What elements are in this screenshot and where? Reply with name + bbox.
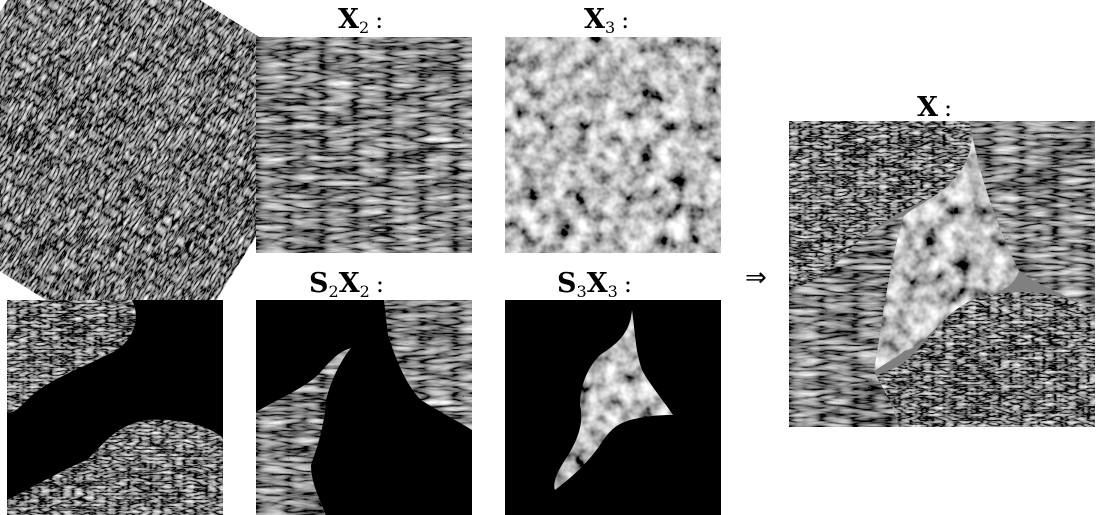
label-x2: X2: xyxy=(338,4,384,37)
texture-x1 xyxy=(0,0,347,377)
texture-x3 xyxy=(505,37,721,253)
implies-arrow: ⇒ xyxy=(745,263,767,293)
masked-s1x1 xyxy=(7,300,223,515)
label-x3: X3: xyxy=(584,4,630,37)
masked-s2x2 xyxy=(256,300,472,515)
masked-s3x3 xyxy=(505,300,721,515)
label-x: X: xyxy=(917,92,953,123)
label-s2x2: S2X2: xyxy=(309,268,384,301)
texture-x2 xyxy=(256,37,472,253)
label-s3x3: S3X3: xyxy=(557,268,632,301)
composite-x xyxy=(789,121,1095,427)
